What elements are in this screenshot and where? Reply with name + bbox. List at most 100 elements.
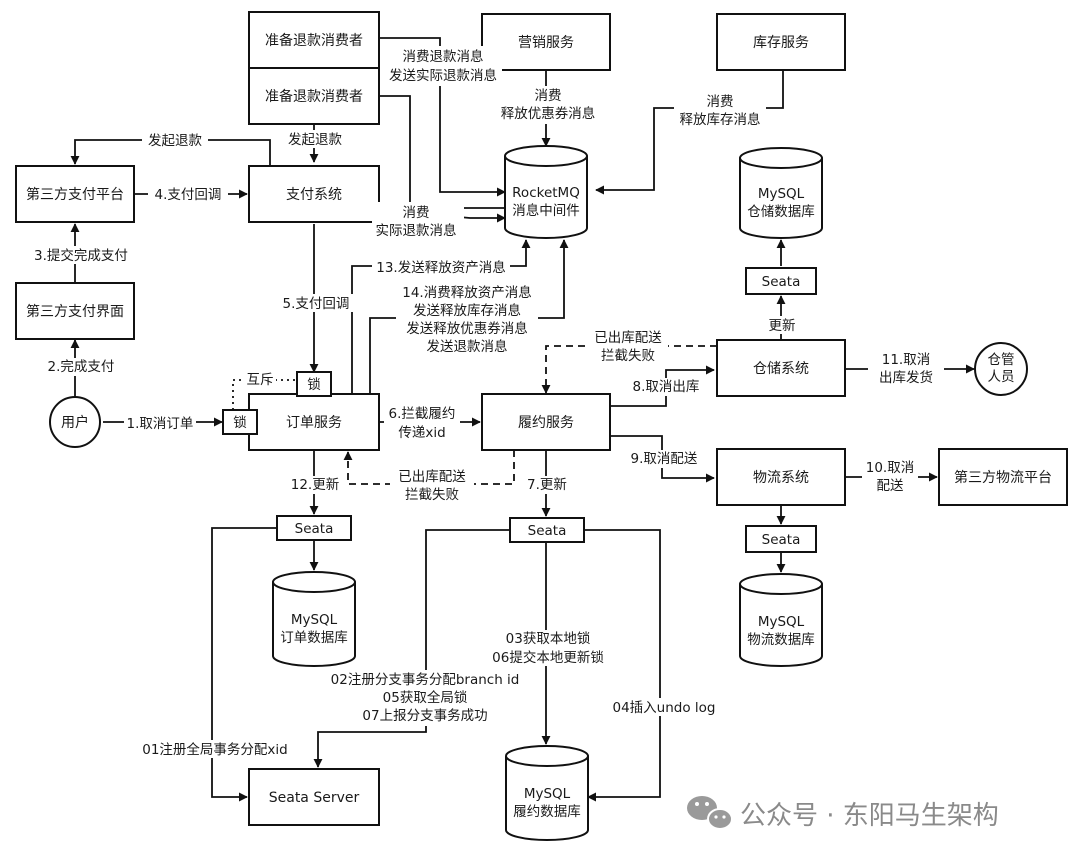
label-release-coupon: 释放优惠券消息	[501, 105, 596, 122]
lock-top-label: 锁	[307, 377, 321, 393]
label-actual-refund-msg: 实际退款消息	[376, 222, 457, 239]
warehouse-staff-node[interactable]	[974, 342, 1028, 396]
edge-inventory-to-mq	[595, 70, 784, 195]
edge-prep1-to-mq	[379, 37, 506, 197]
seata-logistics-label: Seata	[762, 532, 801, 548]
label-cancel-outbound-8: 8.取消出库	[633, 379, 700, 395]
seata-warehouse-box[interactable]	[745, 267, 817, 295]
mysql-warehouse-label-2: 仓储数据库	[747, 204, 815, 220]
payment-system-label: 支付系统	[286, 187, 342, 203]
prep-refund-consumer-2[interactable]	[248, 67, 380, 125]
edge-register-global	[211, 527, 276, 802]
label-update-12: 12.更新	[291, 477, 339, 493]
prep-refund-consumer-2-label: 准备退款消费者	[265, 88, 363, 105]
label-consume-release-asset-14: 14.消费释放资产消息	[402, 284, 531, 301]
label-intercept-fail-b: 拦截失败	[405, 487, 459, 503]
seata-order-label: Seata	[295, 521, 334, 537]
third-party-pay-platform-label: 第三方支付平台	[26, 186, 124, 203]
order-service-label: 订单服务	[286, 415, 342, 431]
label-get-local-lock-03: 03获取本地锁	[506, 631, 591, 647]
lock-box-top[interactable]	[296, 371, 332, 397]
rocketmq-cylinder[interactable]: RocketMQ 消息中间件	[504, 145, 588, 239]
third-party-pay-platform[interactable]	[15, 165, 135, 223]
boxes: 准备退款消费者 准备退款消费者 营销服务 库存服务 第三方支付平台 支付系统 第…	[15, 11, 1068, 826]
logistics-system[interactable]	[716, 448, 846, 506]
label-consume-marketing: 消费	[535, 88, 562, 104]
label-send-actual-refund: 发送实际退款消息	[389, 67, 497, 84]
label-cancel-delivery-9: 9.取消配送	[631, 451, 698, 467]
mysql-fulfill-cylinder[interactable]: MySQL 履约数据库	[505, 745, 589, 841]
label-consume-refund-msg: 消费退款消息	[403, 48, 484, 65]
mysql-warehouse-label-1: MySQL	[758, 186, 805, 202]
label-consume-inventory: 消费	[707, 94, 734, 110]
mysql-order-cylinder[interactable]: MySQL 订单数据库	[272, 571, 356, 667]
warehouse-system[interactable]	[716, 339, 846, 397]
label-intercept-fail-a: 拦截失败	[601, 348, 655, 364]
label-initiate-refund-2: 发起退款	[288, 132, 342, 148]
rocketmq-label-1: RocketMQ	[512, 185, 580, 201]
label-report-branch-07: 07上报分支事务成功	[362, 708, 487, 724]
seata-logistics-box[interactable]	[745, 525, 817, 553]
watermark-text: 公众号 · 东阳马生架构	[740, 801, 999, 831]
label-send-release-asset-13: 13.发送释放资产消息	[376, 259, 505, 276]
label-send-refund-msg: 发送退款消息	[427, 338, 508, 355]
mysql-fulfill-label-1: MySQL	[524, 786, 571, 802]
databases: RocketMQ 消息中间件 MySQL 仓储数据库 MySQL 订单数据库 M…	[272, 145, 823, 841]
label-send-release-stock: 发送释放库存消息	[413, 302, 521, 319]
logistics-system-label: 物流系统	[753, 470, 809, 486]
seata-order-box[interactable]	[276, 515, 352, 541]
label-intercept-fulfill-6: 6.拦截履约	[389, 406, 456, 422]
mysql-fulfill-label-2: 履约数据库	[513, 804, 581, 820]
label-cancel-order-1: 1.取消订单	[127, 416, 194, 432]
third-party-pay-ui[interactable]	[15, 282, 135, 340]
seata-server-box[interactable]	[248, 768, 380, 826]
inventory-service-label: 库存服务	[753, 35, 809, 51]
seata-warehouse-label: Seata	[762, 274, 801, 290]
label-send-release-coupon: 发送释放优惠券消息	[406, 320, 528, 337]
label-shipped-a: 已出库配送	[594, 330, 662, 346]
label-update-warehouse: 更新	[769, 318, 796, 334]
label-update-7: 7.更新	[527, 477, 567, 493]
payment-system[interactable]	[248, 165, 380, 223]
lock-left-label: 锁	[233, 415, 247, 431]
watermark: 公众号 · 东阳马生架构	[687, 796, 999, 831]
third-party-logistics[interactable]	[938, 448, 1068, 506]
seata-fulfill-box[interactable]	[509, 517, 585, 543]
mysql-logistics-label-1: MySQL	[758, 614, 805, 630]
third-party-pay-ui-label: 第三方支付界面	[26, 303, 124, 320]
label-register-global-01: 01注册全局事务分配xid	[142, 741, 288, 758]
third-party-logistics-label: 第三方物流平台	[954, 469, 1052, 486]
label-pay-callback-5: 5.支付回调	[283, 296, 350, 312]
label-initiate-refund-1: 发起退款	[148, 133, 202, 149]
edge-fulfill-fail-dashed	[343, 450, 515, 485]
warehouse-system-label: 仓储系统	[753, 361, 809, 377]
label-pay-callback-4: 4.支付回调	[155, 187, 222, 203]
label-commit-local-06: 06提交本地更新锁	[492, 649, 604, 666]
user-node[interactable]	[49, 396, 101, 448]
prep-refund-consumer-1[interactable]	[248, 11, 380, 69]
label-shipped-b: 已出库配送	[398, 469, 466, 485]
user-label: 用户	[61, 414, 89, 431]
edge-register-branch	[313, 529, 510, 768]
label-insert-undo-04: 04插入undo log	[613, 700, 716, 716]
lock-box-left[interactable]	[222, 409, 258, 435]
mysql-warehouse-cylinder[interactable]: MySQL 仓储数据库	[739, 147, 823, 239]
label-submit-payment-3: 3.提交完成支付	[34, 247, 128, 264]
order-service[interactable]	[248, 393, 380, 451]
mysql-order-label-1: MySQL	[291, 612, 338, 628]
inventory-service[interactable]	[716, 13, 846, 71]
mysql-logistics-cylinder[interactable]: MySQL 物流数据库	[739, 573, 823, 667]
fulfillment-service-label: 履约服务	[518, 415, 574, 431]
label-cancel-delivery-10b: 配送	[877, 478, 905, 494]
wechat-icon	[687, 796, 733, 830]
mysql-logistics-label-2: 物流数据库	[747, 632, 815, 648]
seata-server-label: Seata Server	[269, 790, 360, 806]
marketing-service[interactable]	[481, 13, 611, 71]
fulfillment-service[interactable]	[481, 393, 611, 451]
warehouse-staff-label-2: 人员	[988, 369, 1015, 385]
edge-labels: 消费退款消息 发送实际退款消息 消费 释放优惠券消息 消费 释放库存消息 发起退…	[28, 46, 944, 758]
seata-fulfill-label: Seata	[528, 523, 567, 539]
label-cancel-delivery-10a: 10.取消	[866, 460, 914, 476]
